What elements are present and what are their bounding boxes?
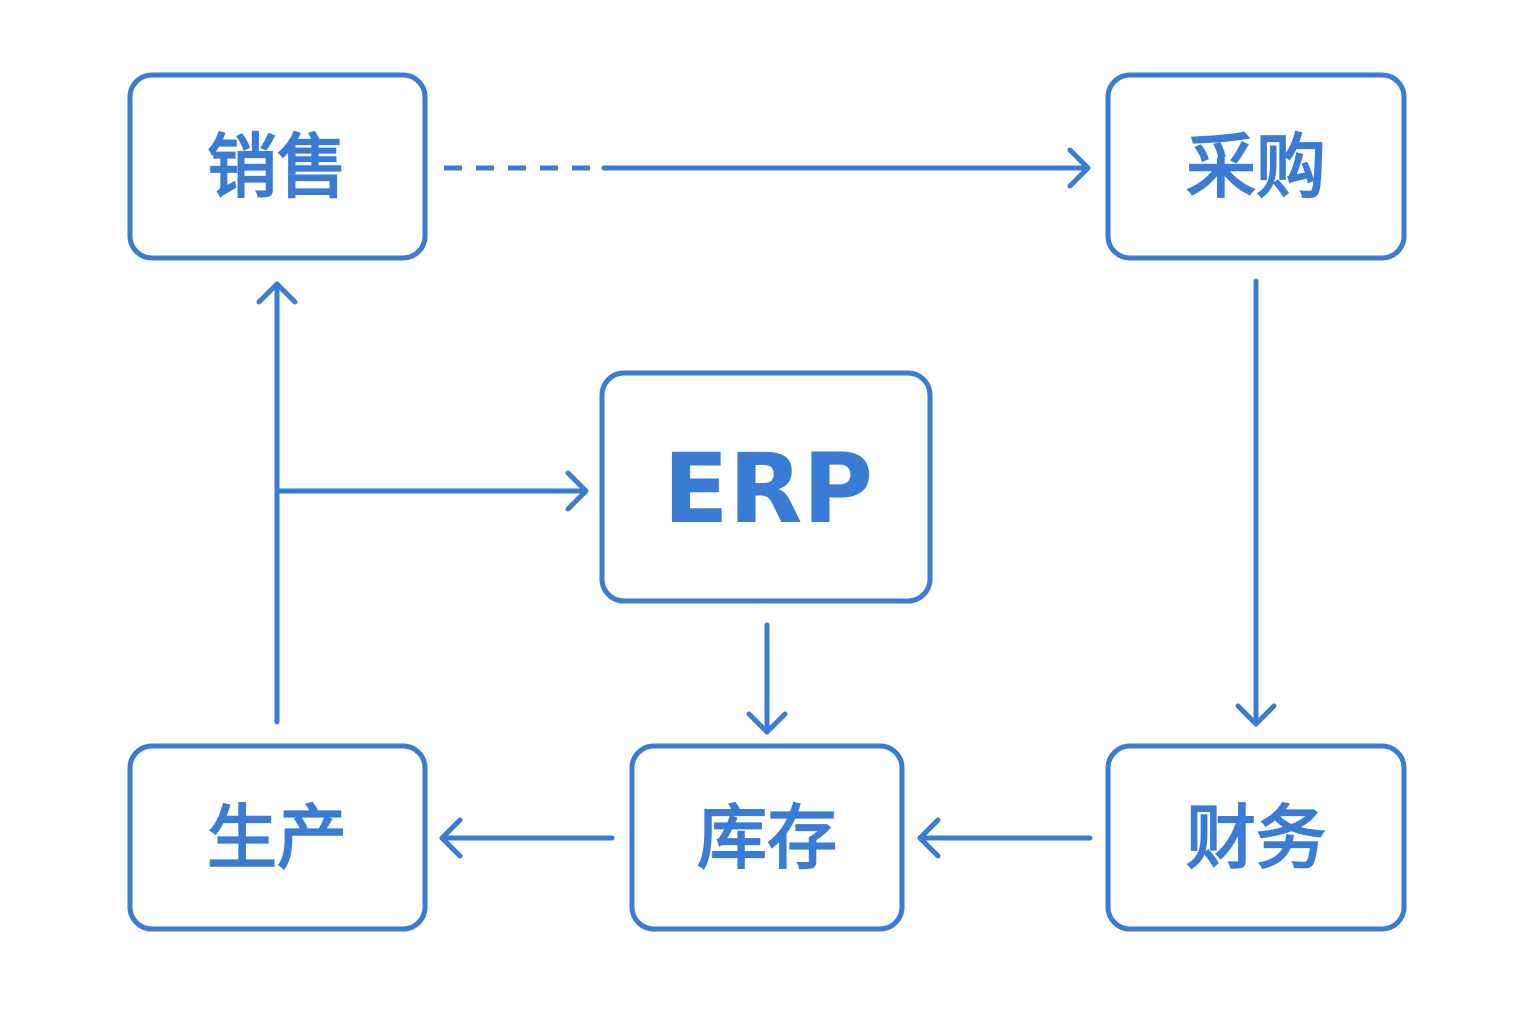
edge-inventory-to-production [439, 817, 615, 859]
arrowhead-down-icon [746, 711, 788, 735]
arrowhead-up-icon [256, 281, 298, 305]
node-erp: ERP [599, 370, 933, 604]
node-inventory: 库存 [629, 743, 905, 932]
node-finance: 财务 [1105, 743, 1407, 932]
node-purchase: 采购 [1105, 72, 1407, 261]
arrowhead-right-icon [1067, 147, 1091, 189]
arrowhead-right-icon [565, 470, 589, 512]
node-sales-label: 销售 [207, 126, 347, 208]
edge-sales-to-purchase [444, 147, 1091, 189]
node-finance-label: 财务 [1186, 797, 1326, 879]
node-purchase-label: 采购 [1186, 126, 1326, 208]
arrowhead-left-icon [439, 817, 463, 859]
node-production: 生产 [127, 743, 428, 932]
node-production-label: 生产 [207, 797, 347, 879]
edge-purchase-to-finance [1235, 278, 1277, 727]
edge-production-to-sales [256, 281, 298, 725]
node-inventory-label: 库存 [697, 797, 837, 879]
arrowhead-left-icon [917, 817, 941, 859]
edge-branch-to-erp [274, 470, 589, 512]
arrowhead-down-icon [1235, 703, 1277, 727]
node-erp-label: ERP [663, 433, 873, 545]
node-sales: 销售 [127, 72, 428, 261]
edge-finance-to-inventory [917, 817, 1093, 859]
edge-erp-to-inventory [746, 622, 788, 735]
